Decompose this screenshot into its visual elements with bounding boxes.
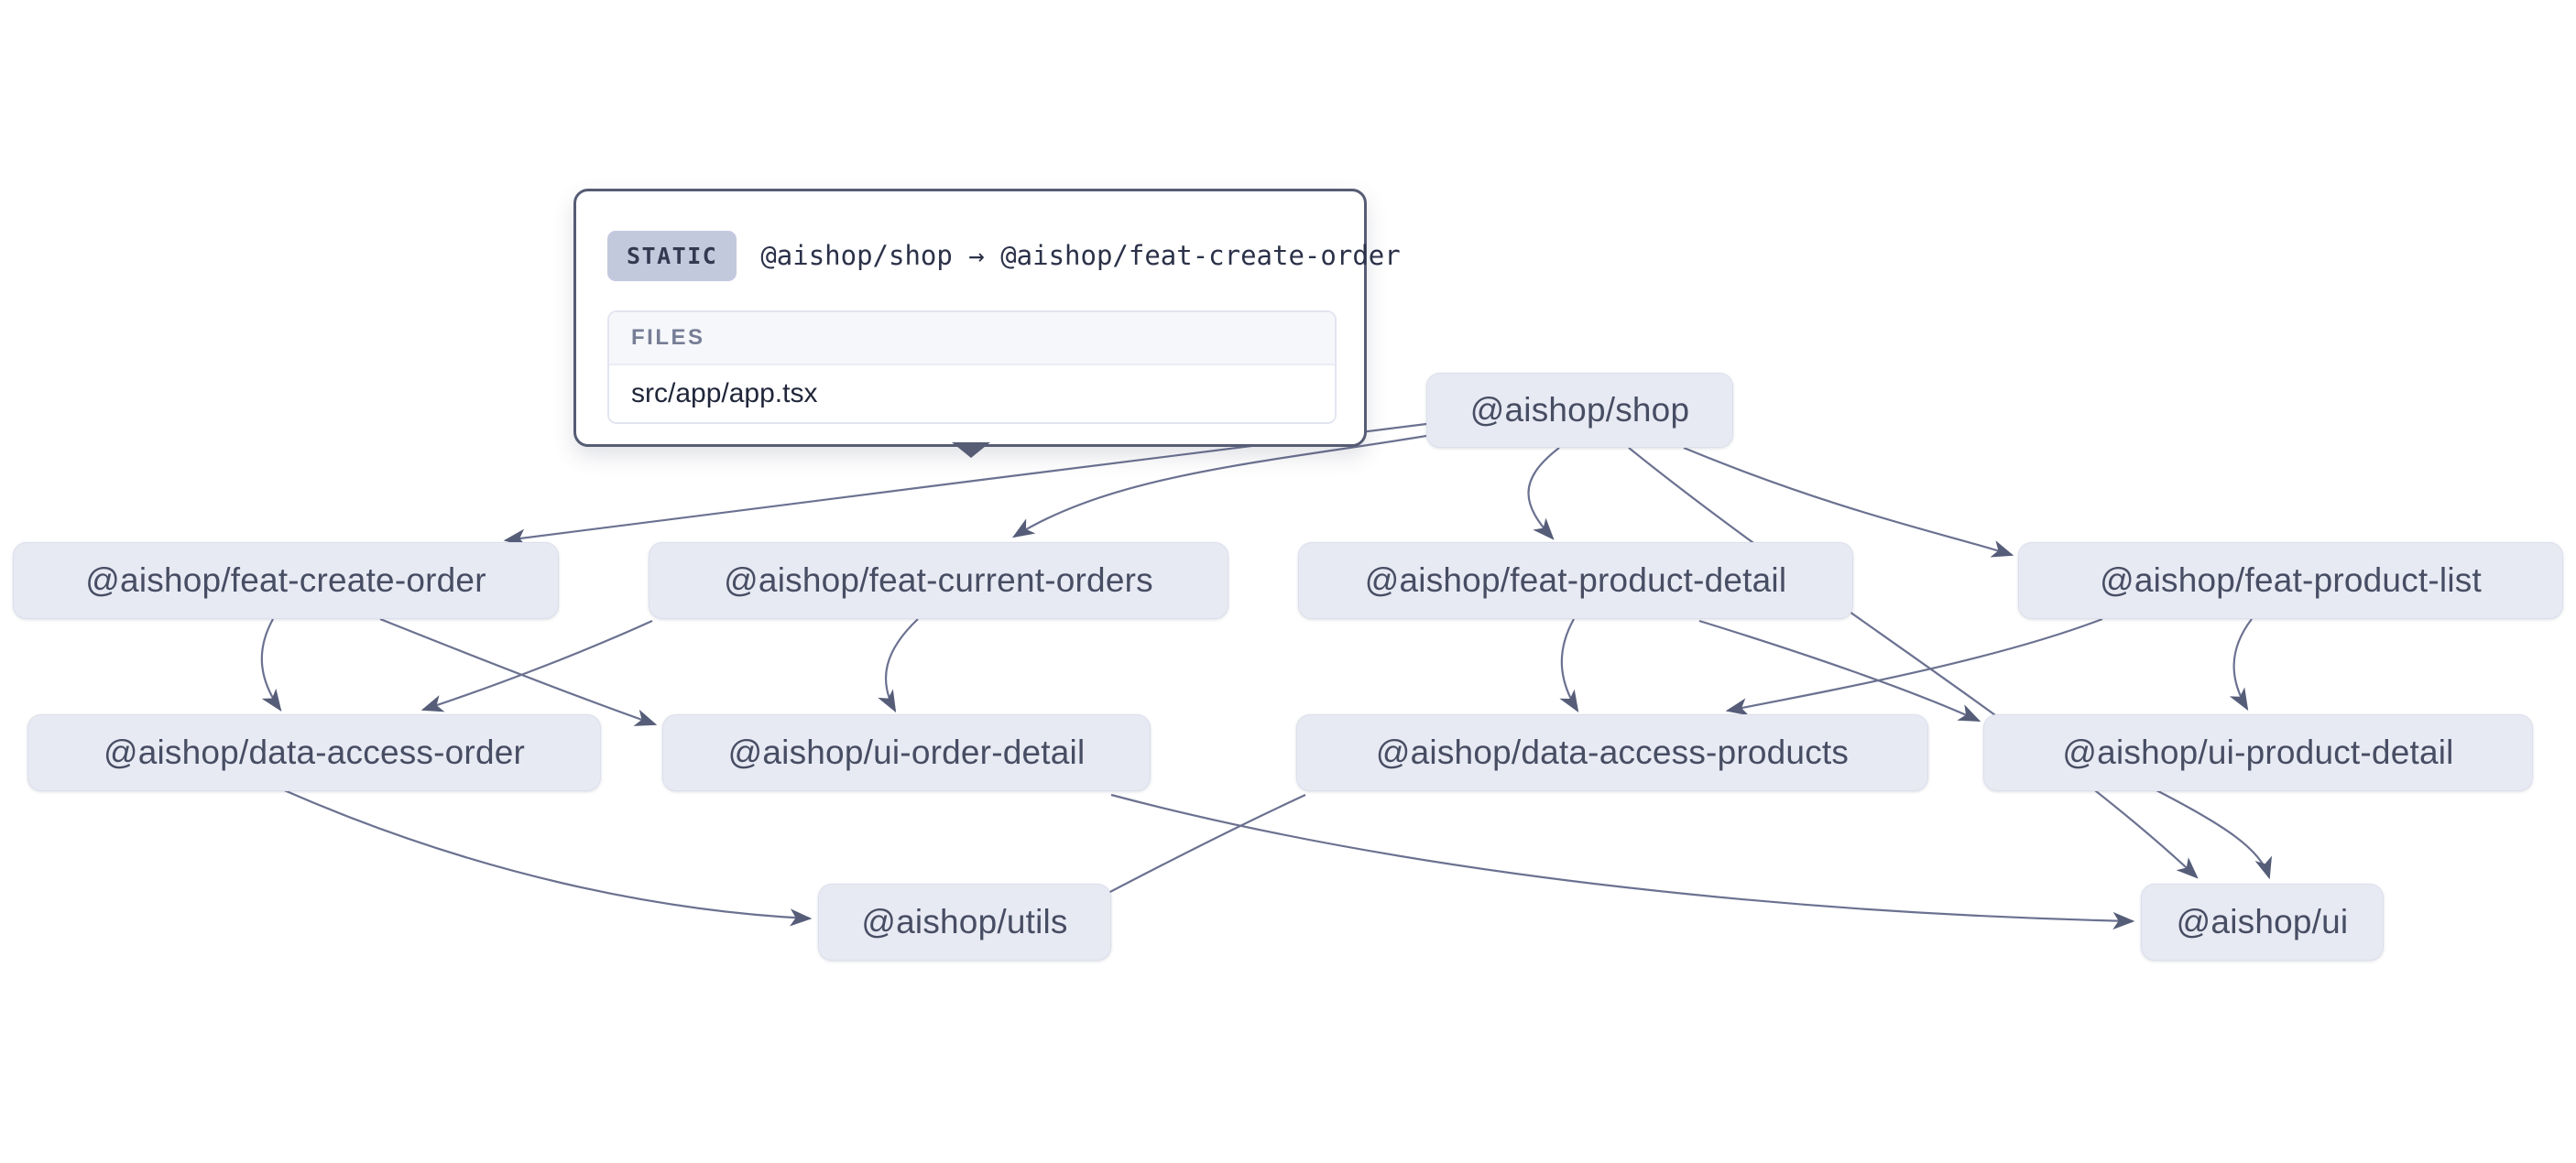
edge-feat-create-order-to-data-access-order[interactable] — [260, 618, 282, 712]
node-aishop-data-access-products[interactable]: @aishop/data-access-products — [1296, 714, 1928, 791]
edge-shop-to-ui[interactable] — [1628, 447, 2199, 879]
node-aishop-feat-current-orders[interactable]: @aishop/feat-current-orders — [649, 542, 1228, 619]
edge-feat-create-order-to-ui-order-detail[interactable] — [379, 617, 658, 726]
edge-shop-to-feat-product-list[interactable] — [1683, 446, 2014, 558]
edge-feat-product-list-to-ui-product-detail[interactable] — [2229, 618, 2253, 712]
edge-type-badge: STATIC — [607, 230, 737, 281]
node-aishop-utils[interactable]: @aishop/utils — [818, 884, 1111, 961]
node-aishop-feat-product-list[interactable]: @aishop/feat-product-list — [2018, 542, 2563, 619]
edge-feat-product-detail-to-data-access-products[interactable] — [1559, 618, 1579, 713]
edge-shop-to-feat-current-orders[interactable] — [1011, 434, 1427, 538]
tooltip-title: @aishop/shop → @aishop/feat-create-order — [760, 240, 1401, 271]
node-aishop-ui[interactable]: @aishop/ui — [2141, 884, 2384, 961]
edge-ui-product-detail-to-ui[interactable] — [2154, 788, 2272, 880]
node-aishop-feat-product-detail[interactable]: @aishop/feat-product-detail — [1298, 542, 1853, 619]
edge-feat-current-orders-to-ui-order-detail[interactable] — [878, 618, 919, 713]
node-aishop-shop[interactable]: @aishop/shop — [1426, 373, 1733, 448]
node-aishop-ui-product-detail[interactable]: @aishop/ui-product-detail — [1983, 714, 2533, 791]
edge-feat-product-detail-to-ui-product-detail[interactable] — [1698, 619, 1981, 723]
files-panel: FILES src/app/app.tsx — [607, 310, 1337, 424]
edge-tooltip: STATIC @aishop/shop → @aishop/feat-creat… — [573, 189, 1401, 458]
file-row: src/app/app.tsx — [609, 365, 1335, 422]
files-header: FILES — [609, 312, 1335, 365]
node-aishop-ui-order-detail[interactable]: @aishop/ui-order-detail — [662, 714, 1151, 791]
edge-ui-order-detail-to-ui[interactable] — [1110, 793, 2135, 930]
edge-feat-product-list-to-data-access-products[interactable] — [1725, 617, 2103, 716]
tooltip-caret-icon — [952, 442, 990, 458]
edge-feat-current-orders-to-data-access-order[interactable] — [420, 619, 653, 712]
tooltip-header: STATIC @aishop/shop → @aishop/feat-creat… — [607, 228, 1401, 283]
node-aishop-data-access-order[interactable]: @aishop/data-access-order — [27, 714, 601, 791]
edge-data-access-order-to-utils[interactable] — [281, 788, 813, 927]
node-aishop-feat-create-order[interactable]: @aishop/feat-create-order — [13, 542, 559, 619]
edge-shop-to-feat-product-detail[interactable] — [1527, 447, 1560, 540]
